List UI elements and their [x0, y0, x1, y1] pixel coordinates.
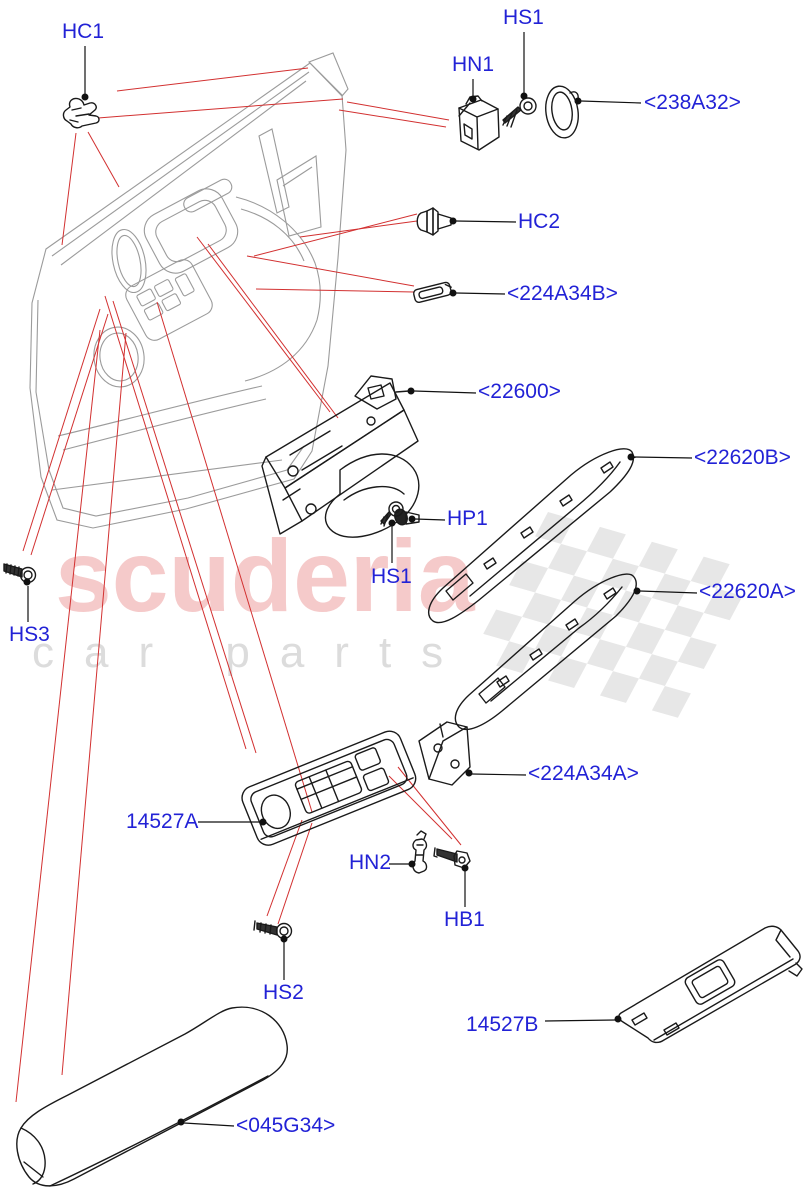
part-label-hs1-mid[interactable]: HS1 [371, 565, 412, 588]
part-045g34-armrest [16, 1006, 288, 1187]
watermark-tagline-text: car parts [32, 628, 473, 677]
leader-lines [27, 32, 698, 1127]
part-label-hs3[interactable]: HS3 [9, 623, 50, 646]
part-22620b-trim [427, 448, 635, 624]
callout-dots [23, 92, 641, 1126]
part-label-hn2[interactable]: HN2 [349, 851, 392, 874]
part-14527b-cover [618, 925, 803, 1044]
part-22620a-trim [454, 573, 637, 731]
part-label-224a34a[interactable]: <224A34A> [528, 762, 639, 785]
part-label-hn1[interactable]: HN1 [452, 53, 495, 76]
part-label-22600[interactable]: <22600> [478, 380, 561, 403]
checkered-flag-watermark [483, 512, 743, 718]
part-label-hc1[interactable]: HC1 [62, 20, 105, 43]
part-238a32-grommet [545, 85, 579, 139]
part-224a34a-bracket [418, 721, 471, 786]
watermark-brand-text: scuderia [55, 519, 476, 633]
part-label-22620a[interactable]: <22620A> [699, 580, 796, 603]
part-label-14527b[interactable]: 14527B [466, 1013, 539, 1036]
part-14527a-switch-panel [241, 730, 417, 846]
part-hn2-clip [412, 830, 428, 874]
red-callout-lines [15, 67, 462, 1103]
part-label-045g34[interactable]: <045G34> [236, 1114, 336, 1137]
part-hp1-pin [394, 508, 420, 526]
part-hs1-screw-top [502, 97, 537, 128]
part-label-238a32[interactable]: <238A32> [644, 91, 741, 114]
door-trim-panel-drawing [29, 52, 349, 529]
part-label-hs1-top[interactable]: HS1 [503, 6, 544, 29]
part-label-hs2[interactable]: HS2 [263, 981, 304, 1004]
part-label-hb1[interactable]: HB1 [444, 908, 485, 931]
part-hs2-screw [253, 920, 293, 940]
part-hc1-clip [62, 97, 100, 129]
part-label-hp1[interactable]: HP1 [447, 507, 488, 530]
part-224a34b-clip [412, 281, 452, 304]
part-hs3-screw [3, 563, 37, 584]
part-hc2-clip [416, 207, 452, 236]
part-hs1-screw-mid [380, 501, 404, 527]
part-label-14527a[interactable]: 14527A [126, 810, 199, 833]
part-label-224a34b[interactable]: <224A34B> [507, 282, 618, 305]
part-hn1-bracket [458, 95, 500, 151]
part-label-hc2[interactable]: HC2 [518, 210, 561, 233]
part-label-22620b[interactable]: <22620B> [694, 446, 791, 469]
